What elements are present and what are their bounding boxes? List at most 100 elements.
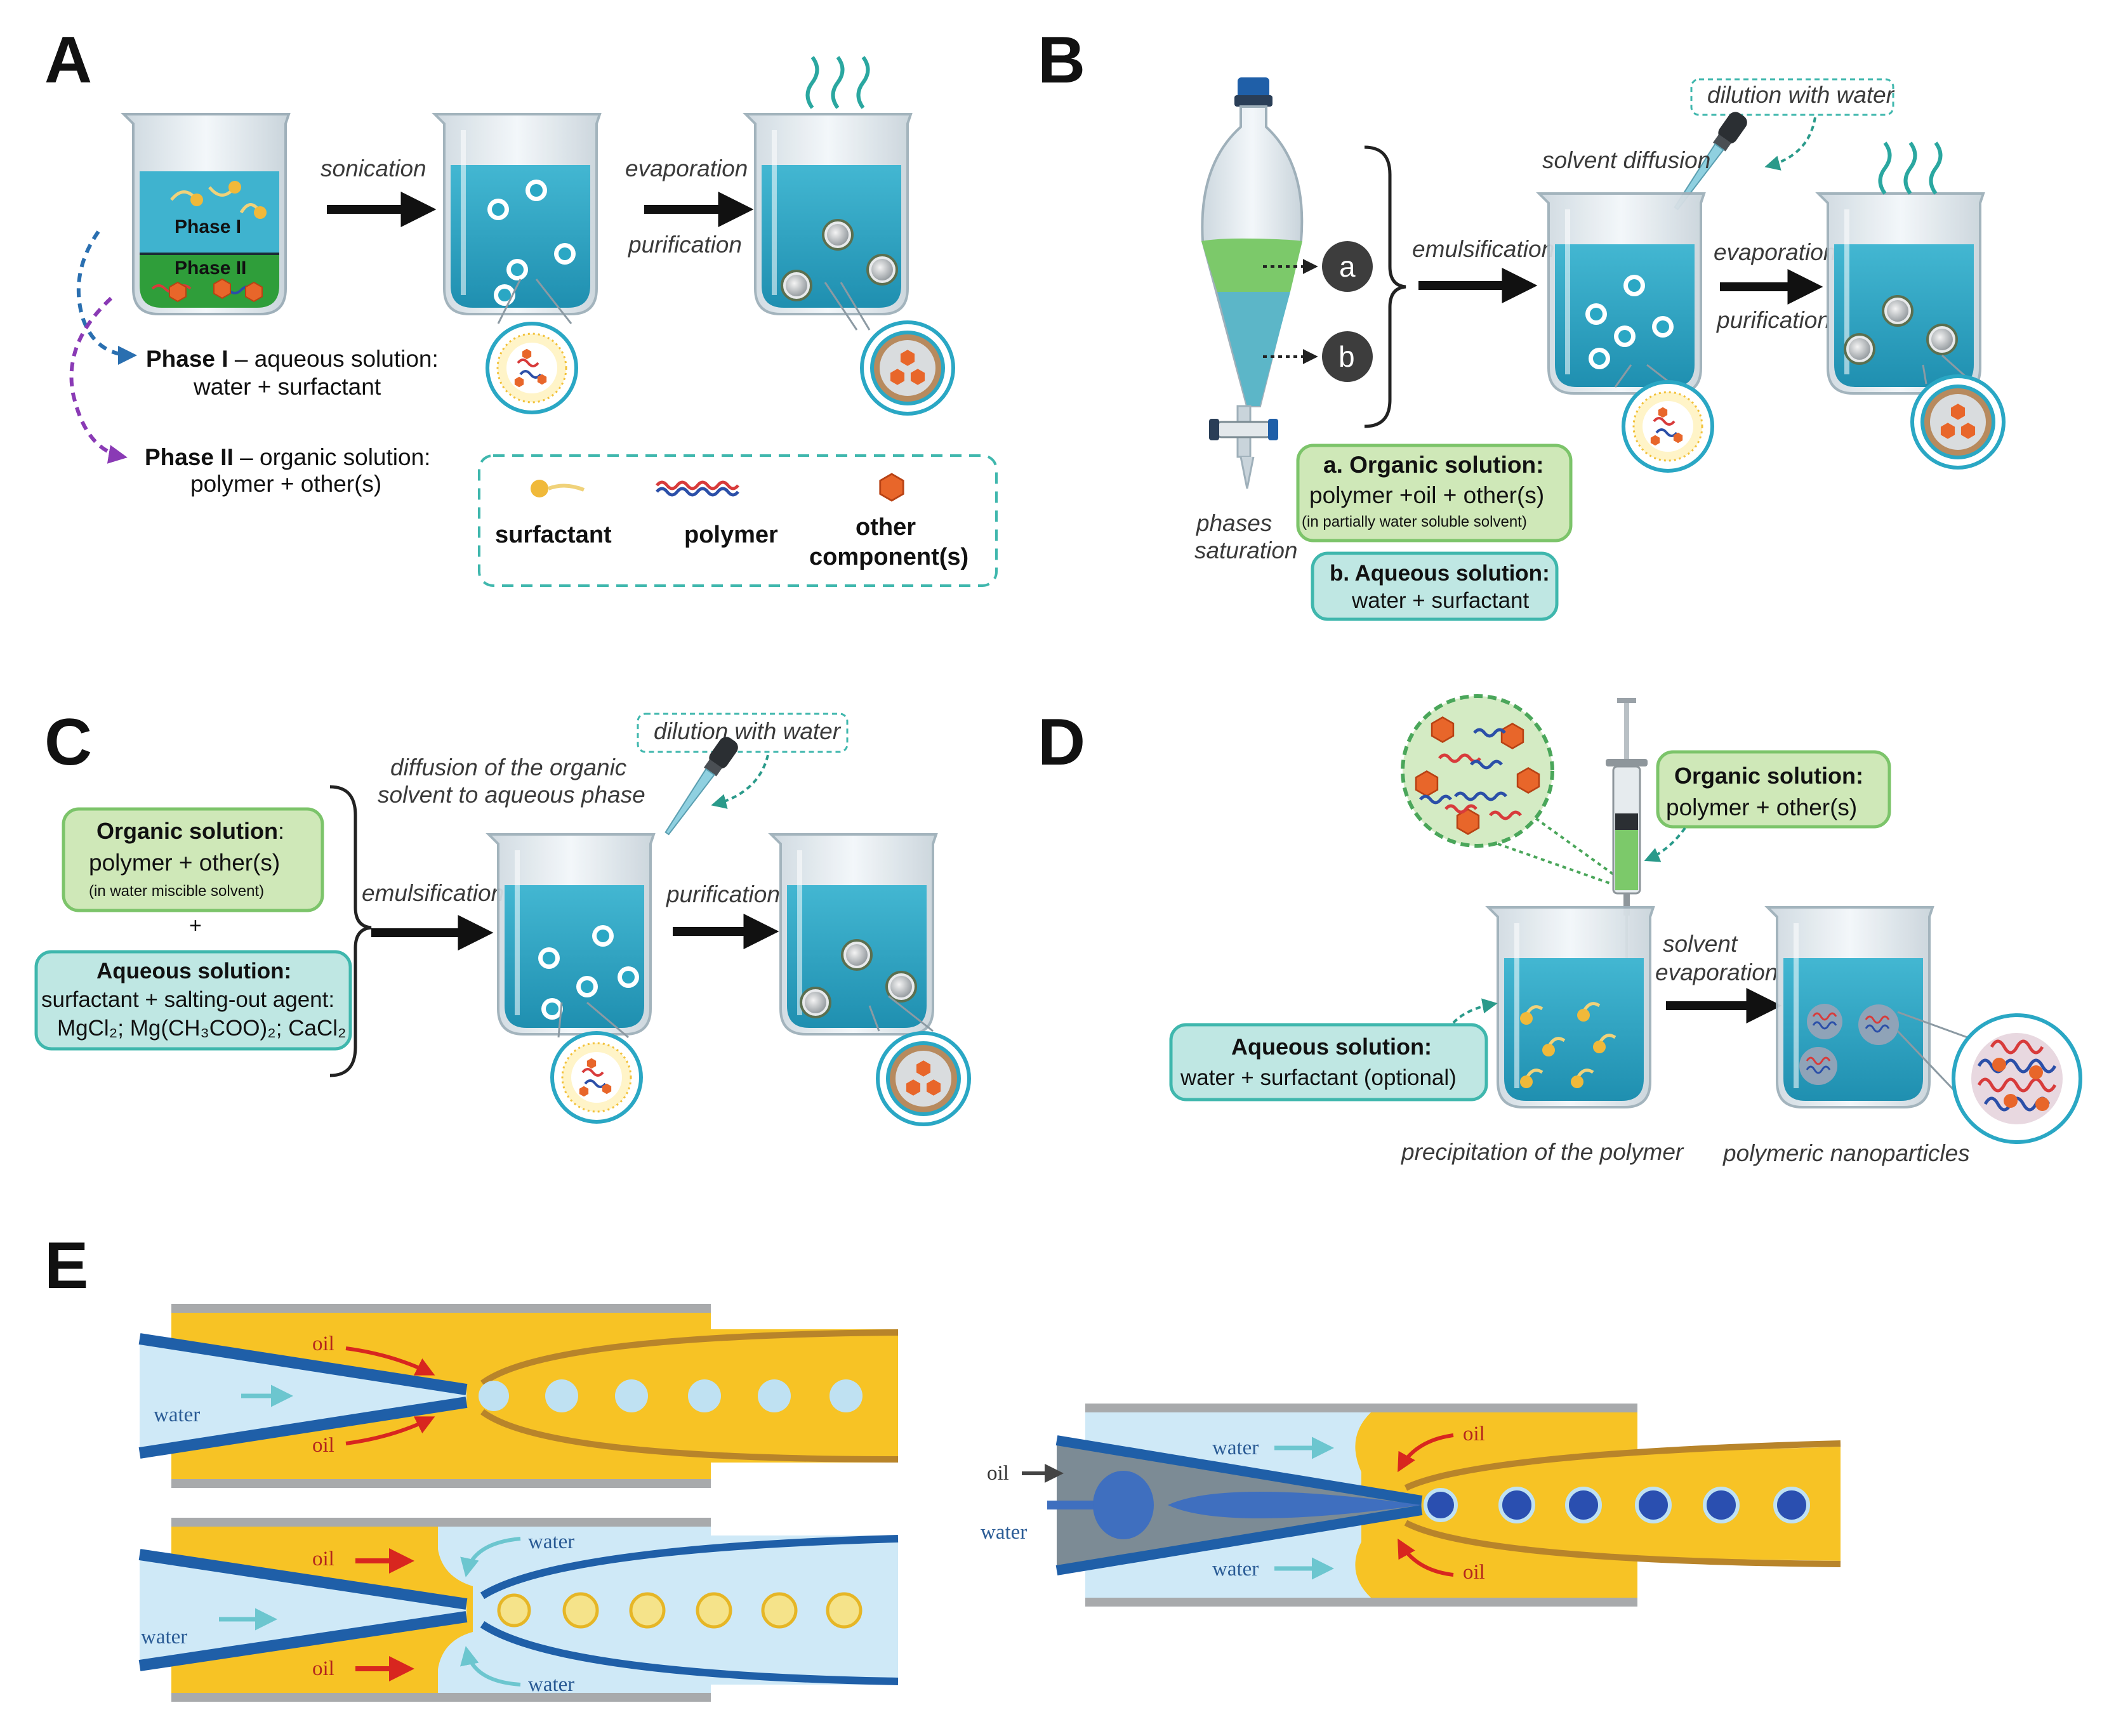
micelle-zoom [487,324,576,412]
solvent-diffusion-label: solvent diffusion [1542,147,1710,173]
organic-line2-b: polymer +oil + other(s) [1309,482,1544,508]
step-label-sonication: sonication [321,155,426,181]
solvent-line2-d: evaporation [1655,959,1778,985]
water-label: water [981,1521,1027,1544]
zoom-line [840,282,871,331]
dilution-label-b: dilution with water [1707,82,1895,108]
marker-a [1322,241,1373,292]
aqueous-pointer-d [1452,998,1498,1024]
beaker-precipitation [1488,907,1653,1107]
water-label: water [154,1404,200,1426]
microfluidic-device-3 [1022,1404,1841,1607]
organic-line2-d: polymer + other(s) [1666,794,1857,820]
phases-label-line2: saturation [1194,537,1298,563]
water-label: water [141,1626,187,1648]
panel-letter-c: C [44,706,92,779]
hexagon-icon [245,282,263,302]
legend-other-line1: other [856,514,916,541]
beaker-nanoparticles [1768,907,1933,1107]
dilution-label-c: dilution with water [654,718,842,744]
brace-c [329,785,372,1077]
polymer-mixture-zoom [1401,694,1554,848]
micelle-zoom-b [1623,382,1712,471]
panel-d: D [1038,694,2082,1166]
zoom-line [1922,364,1927,385]
panel-b: B a b phases saturation a. Organic solut… [1038,23,2004,621]
organic-colon-c: : [278,818,284,844]
organic-title-c-text: Organic solution: [96,818,284,844]
oil-label: oil [987,1462,1009,1485]
dilution-tag-b [1690,78,1894,116]
aqueous-title-b: b. Aqueous solution: [1330,561,1550,586]
surfactant-legend-icon [531,480,585,497]
beaker-emulsion-c [489,834,654,1034]
water-label: water [528,1530,574,1553]
nanoparticle-zoom [1952,1013,2082,1144]
step-label-purification-c: purification [666,881,780,907]
aqueous-title-c: Aqueous solution: [96,959,291,983]
phase-i-label: Phase I [175,216,241,237]
aqueous-line3-c: MgCl₂; Mg(CH₃COO)₂; CaCl₂ [57,1016,347,1041]
panel-letter-d: D [1038,706,1085,779]
panel-a: A Phase I Phase II Phase I – aqueous sol… [44,23,998,587]
step-label-emulsification-c: emulsification [362,880,504,906]
micelle-zoom-c [552,1033,641,1122]
nanocapsule-zoom-c [878,1033,969,1124]
diffusion-line2: solvent to aqueous phase [378,782,645,808]
legend-box [478,454,998,587]
step-label-evaporation: evaporation [625,155,748,181]
oil-label: oil [312,1434,334,1457]
beaker-nanocapsules [746,57,911,314]
legend-surfactant: surfactant [495,522,612,548]
zoom-line [586,1001,629,1039]
organic-line3-b: (in partially water soluble solvent) [1302,513,1527,530]
step-label-purification: purification [628,232,742,258]
zoom-line [535,279,572,324]
water-label: water [1212,1437,1259,1459]
phase-ii-line2: polymer + other(s) [190,471,381,497]
polymer-legend-icon [656,480,739,497]
aqueous-line2-d: water + surfactant (optional) [1180,1065,1457,1090]
step-label-evaporation-b: evaporation [1714,239,1836,265]
phase-ii-text: – organic solution: [234,444,431,470]
oil-label: oil [1463,1423,1485,1445]
organic-title-b: a. Organic solution: [1323,452,1543,478]
zoom-line [1897,1011,1968,1039]
phase-ii-description: Phase II – organic solution: [145,444,430,470]
oil-label: oil [312,1548,334,1570]
phase-i-description: Phase I – aqueous solution: [146,346,439,372]
dilution-tag-c [637,713,849,753]
organic-solution-box-c [62,807,324,912]
oil-label: oil [312,1657,334,1680]
phase-ii-label: Phase II [175,258,246,279]
phase-i-arrow [76,230,137,365]
zoom-line [888,995,934,1032]
organic-line3-c: (in water miscible solvent) [89,883,264,900]
phases-label-line1: phases [1196,510,1272,536]
precipitation-label: precipitation of the polymer [1401,1139,1684,1165]
hexagon-icon [169,282,187,302]
phase-ii-bold: Phase II [145,444,234,470]
legend-other-line2: component(s) [809,544,968,570]
marker-a-label: a [1339,250,1356,283]
zoom-line [557,1002,563,1038]
nanocapsule-zoom-b [1912,376,2004,468]
step-label-purification-b: purification [1716,307,1830,333]
marker-b [1322,331,1373,382]
water-label: water [1212,1558,1259,1581]
microfluidic-device-2 [138,1518,899,1702]
hexagon-icon [213,279,231,299]
zoom-line [1896,1030,1962,1099]
aqueous-solution-box-c [34,950,352,1051]
zoom-line [868,1005,880,1032]
beaker-two-phase: Phase I Phase II [121,113,291,315]
zoom-line [1614,364,1632,388]
organic-pointer-d [1644,827,1686,862]
organic-solution-box-d [1656,750,1891,829]
oil-label: oil [312,1332,334,1355]
organic-solution-box-b [1296,444,1573,542]
nanoparticles-label: polymeric nanoparticles [1722,1140,1970,1166]
zoom-line [824,282,858,331]
organic-title-c: Organic solution [96,818,278,844]
aqueous-solution-box-b [1311,551,1559,621]
